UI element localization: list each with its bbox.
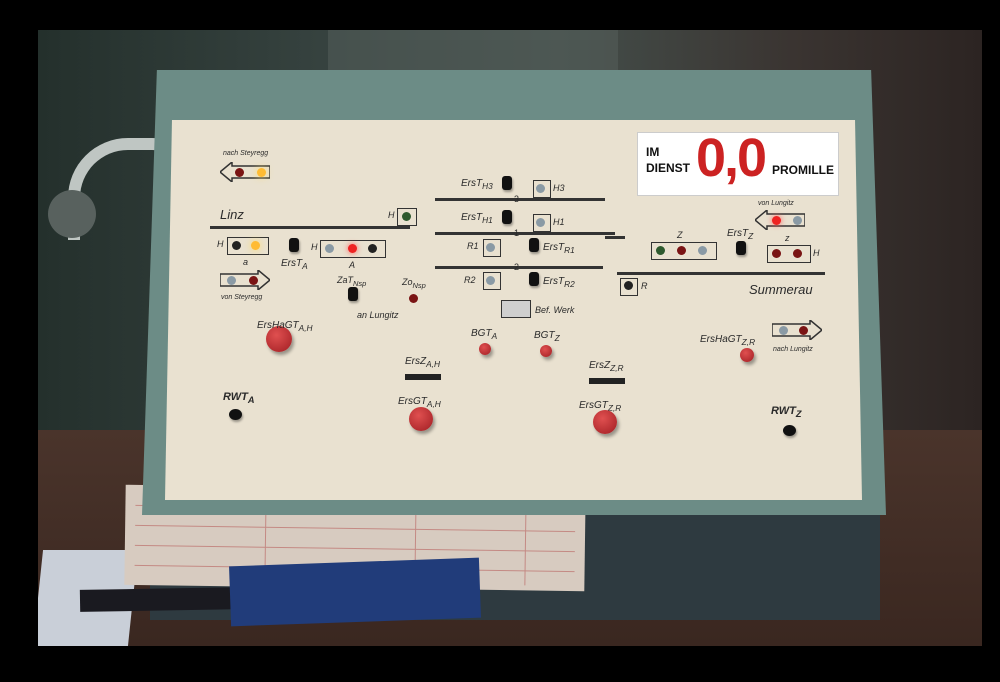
key-bef-werk[interactable] (501, 300, 531, 318)
arrow-right-icon (772, 320, 822, 340)
track-2 (435, 266, 603, 269)
button-ers-r1[interactable] (529, 238, 539, 252)
label-ershagt-ah: ErsHaGTA,H (257, 320, 313, 333)
label-bgt-z: BGTZ (534, 330, 560, 343)
logo-promille: PROMILLE (772, 163, 834, 177)
label-track-3: 3 (514, 194, 520, 204)
label-zat-nsp: ZaTNsp (337, 275, 367, 288)
signal-a-big (320, 240, 386, 258)
lamp-steyregg-out-1 (235, 168, 244, 177)
label-an-lungitz: an Lungitz (357, 310, 399, 320)
signal-z-small (767, 245, 811, 263)
label-r-signal: R (641, 281, 648, 291)
button-ershagt-ah[interactable] (266, 326, 292, 352)
button-rwt-a[interactable] (229, 409, 242, 420)
slot-ersz-ah[interactable] (405, 374, 441, 380)
label-ers-r2: ErsTR2 (543, 276, 575, 289)
lamp-steyregg-in (249, 276, 258, 285)
label-r1: R1 (467, 241, 479, 251)
label-bef-werk: Bef. Werk (535, 305, 575, 315)
lamp-r-signal (624, 281, 633, 290)
label-ersgt-zr: ErsGTZ,R (579, 400, 622, 413)
button-bgt-z[interactable] (540, 345, 552, 357)
track-3 (435, 198, 605, 201)
label-ers-h1: ErsTH1 (461, 212, 493, 225)
track-main-right (617, 272, 825, 275)
button-zat-nsp[interactable] (348, 287, 358, 301)
label-nach-lungitz: nach Lungitz (773, 346, 813, 353)
label-z-lower: z (785, 233, 790, 243)
lamp-steyregg-out-2 (257, 168, 266, 177)
label-h-signal: H (388, 210, 395, 220)
button-ers-r2[interactable] (529, 272, 539, 286)
signal-a-small (227, 237, 269, 255)
lamp-a-small-1 (232, 241, 241, 250)
label-z-upper: Z (677, 230, 683, 240)
track-1 (435, 232, 615, 235)
button-ers-h1[interactable] (502, 210, 512, 224)
arrow-left-icon (755, 210, 805, 230)
label-ersz-zr: ErsZZ,R (589, 360, 624, 373)
logo-value: 0,0 (696, 128, 767, 188)
lamp-zo-nsp (409, 294, 418, 303)
lamp-a-small-2 (251, 241, 260, 250)
lamp-r2 (486, 276, 495, 285)
button-ers-a[interactable] (289, 238, 299, 252)
button-ersgt-zr[interactable] (593, 410, 617, 434)
label-ers-a: ErsTA (281, 258, 308, 271)
notebook (229, 557, 481, 627)
button-ers-h3[interactable] (502, 176, 512, 190)
label-von-lungitz: von Lungitz (758, 200, 794, 207)
label-r2: R2 (464, 275, 476, 285)
label-a-big: A (349, 260, 356, 270)
lamp-lungitz-out (799, 326, 808, 335)
label-bgt-a: BGTA (471, 328, 498, 341)
label-h1: H1 (553, 217, 565, 227)
label-nach-steyregg: nach Steyregg (223, 150, 269, 157)
label-linz: Linz (220, 207, 244, 222)
label-ers-r1: ErsTR1 (543, 242, 575, 255)
label-a-small: a (243, 257, 249, 267)
label-track-2: 2 (514, 262, 520, 272)
label-ers-h3: ErsTH3 (461, 178, 493, 191)
label-ershagt-zr: ErsHaGTZ,R (700, 334, 756, 347)
arrow-left-icon (220, 162, 270, 182)
slot-ersz-zr[interactable] (589, 378, 625, 384)
button-rwt-z[interactable] (783, 425, 796, 436)
lamp-a-big-red (348, 244, 357, 253)
signal-z-big (651, 242, 717, 260)
track-main-left (210, 226, 410, 229)
label-zo-nsp: ZoNsp (402, 277, 426, 290)
lamp-r1 (486, 243, 495, 252)
button-bgt-a[interactable] (479, 343, 491, 355)
control-panel: IM DIENST 0,0 PROMILLE nach Steyregg Lin… (165, 120, 862, 500)
label-rwt-z: RWTZ (771, 405, 802, 420)
button-ersgt-ah[interactable] (409, 407, 433, 431)
label-von-steyregg: von Steyregg (221, 294, 263, 301)
knob (48, 190, 96, 238)
label-track-1: 1 (514, 228, 520, 238)
logo-sticker: IM DIENST 0,0 PROMILLE (637, 128, 839, 196)
lamp-h-signal (402, 212, 411, 221)
label-summerau: Summerau (749, 282, 813, 297)
logo-dienst: DIENST (646, 161, 691, 175)
logo-im: IM (646, 145, 660, 159)
lamp-lungitz-in-red (772, 216, 781, 225)
label-rwt-a: RWTA (223, 391, 255, 406)
arrow-right-icon (220, 270, 270, 290)
label-ers-z: ErsTZ (727, 228, 754, 241)
lamp-h3 (536, 184, 545, 193)
button-ershagt-zr[interactable] (740, 348, 754, 362)
button-ers-z[interactable] (736, 241, 746, 255)
label-ersgt-ah: ErsGTA,H (398, 396, 441, 409)
lamp-h1 (536, 218, 545, 227)
label-ersz-ah: ErsZA,H (405, 356, 440, 369)
label-h3: H3 (553, 183, 565, 193)
